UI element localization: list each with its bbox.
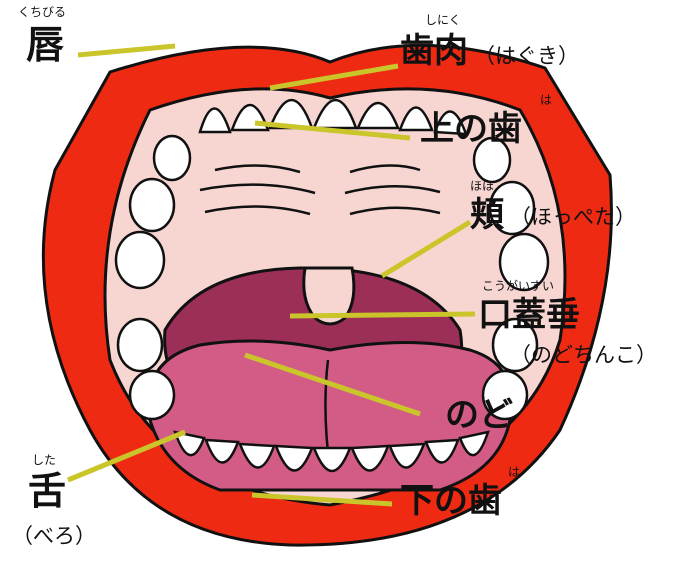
upper-teeth-ruby: は — [540, 94, 552, 106]
lips-ruby: くちびる — [18, 6, 66, 18]
gums-label: 歯肉 — [400, 34, 468, 68]
gums-ruby: しにく — [425, 14, 461, 26]
uvula-pointer — [290, 314, 475, 316]
gums-note: （はぐき） — [474, 46, 579, 67]
cheek-note: （ほっぺた） — [510, 207, 636, 228]
cheek-label: 頬 — [470, 198, 504, 232]
lower-teeth-ruby: は — [508, 466, 520, 478]
tongue-label: 舌 — [28, 472, 66, 510]
uvula-label: 口蓋垂 — [478, 298, 580, 332]
upper-teeth-label: 上の歯 — [420, 112, 522, 146]
lips-label: 唇 — [26, 26, 64, 64]
uvula-ruby: こうがいすい — [482, 280, 554, 292]
lips-pointer — [78, 46, 175, 55]
cheek-ruby: ほほ — [470, 180, 494, 192]
throat-label: のど — [445, 398, 513, 432]
uvula-note: （のどちんこ） — [510, 345, 657, 366]
lower-teeth-label: 下の歯 — [400, 484, 502, 518]
tongue-note: （べろ） — [12, 526, 96, 547]
tongue-ruby: した — [32, 454, 56, 466]
